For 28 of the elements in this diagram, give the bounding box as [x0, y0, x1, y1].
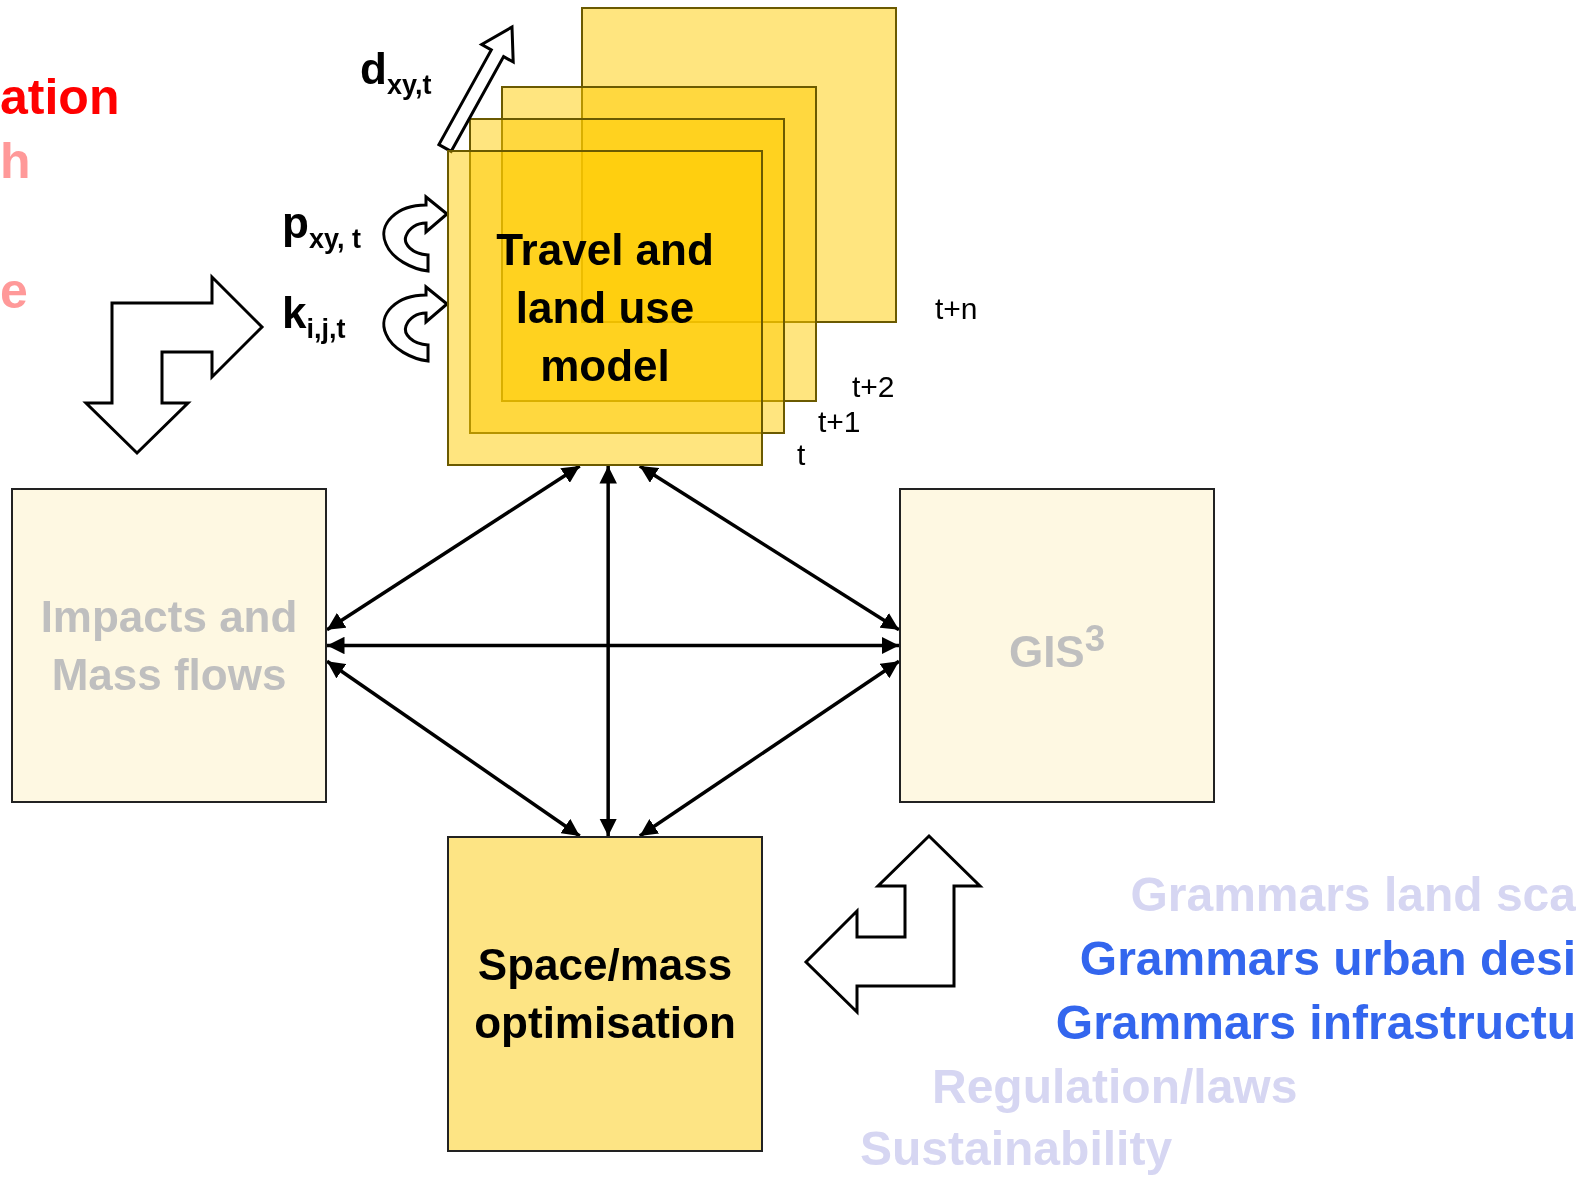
box-label: Impacts and Mass flows: [39, 590, 299, 701]
time-step-label: t+n: [935, 292, 978, 326]
curved-arrow: [382, 285, 449, 363]
text-label: Grammars urban desi: [1079, 931, 1576, 987]
variable-label: k$_{i,j,t}$: [282, 288, 346, 354]
time-step-label: t+1: [818, 405, 861, 439]
hollow-arrow: [436, 24, 515, 154]
text-label: e: [0, 262, 28, 320]
double-arrow: [638, 659, 900, 838]
model-box: [899, 488, 1215, 803]
variable-label: p$_{xy, t}$: [282, 198, 361, 264]
text-label: ation: [0, 68, 120, 126]
time-step-label: t: [797, 438, 806, 472]
text-label: Grammars infrastructu: [1055, 995, 1576, 1051]
box-label: Travel and land use model: [495, 224, 715, 392]
box-label: GIS$^{3}$: [1008, 617, 1106, 678]
double-arrow: [326, 464, 581, 632]
double-arrow: [327, 636, 899, 655]
double-arrow: [326, 659, 581, 838]
model-box: [11, 488, 327, 803]
double-arrow: [638, 464, 900, 632]
text-label: h: [0, 132, 31, 190]
box-label: Space/mass optimisation: [473, 939, 737, 1049]
time-step-label: t+2: [852, 370, 895, 404]
curved-arrow: [382, 195, 449, 273]
model-box: [447, 150, 763, 466]
double-arrow: [599, 466, 617, 836]
process-box: [447, 836, 763, 1152]
